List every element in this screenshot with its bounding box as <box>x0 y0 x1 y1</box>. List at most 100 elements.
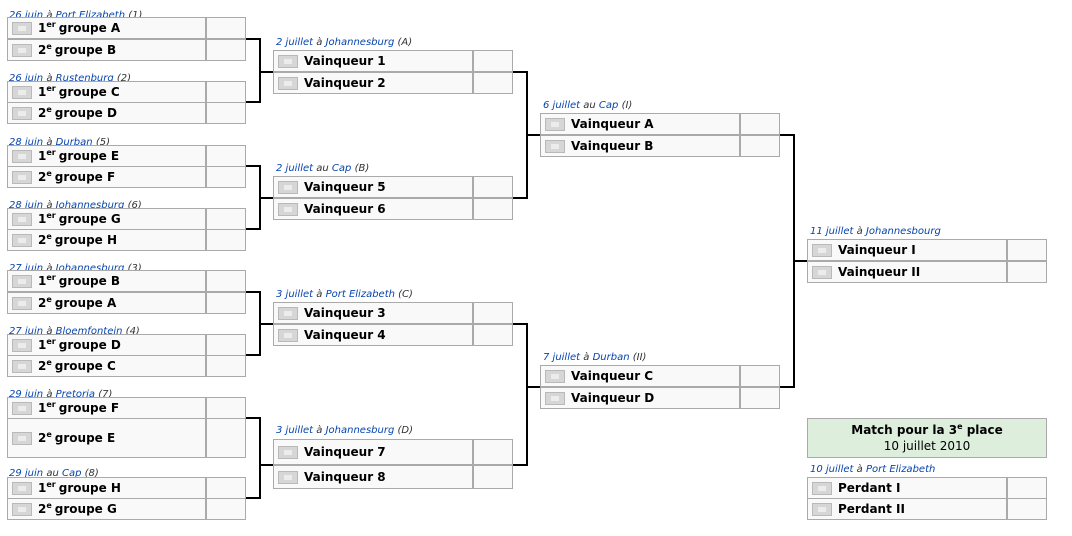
score-cell <box>740 135 780 157</box>
match-date-link[interactable]: 2 juillet <box>276 163 314 174</box>
match-city-link[interactable]: Port Elizabeth <box>55 10 126 21</box>
score-cell <box>206 102 246 124</box>
team-rank: 1er <box>38 20 59 36</box>
score-cell <box>206 292 246 314</box>
flag-placeholder-icon <box>12 212 32 226</box>
score-cell <box>206 334 246 356</box>
match-city-link[interactable]: Port Elizabeth <box>325 289 395 300</box>
match-number: (1) <box>128 10 143 21</box>
team-group: groupe B <box>58 274 121 288</box>
team-rank: 2e <box>38 431 55 446</box>
match-city-link[interactable]: Durban <box>592 352 630 363</box>
match-date-link[interactable]: 27 juin <box>9 326 44 337</box>
team-rank-number: 1 <box>38 149 47 163</box>
score-cell <box>473 176 513 198</box>
flag-placeholder-icon <box>812 243 832 257</box>
match-number: (7) <box>98 389 113 400</box>
match-date-separator: au <box>316 163 329 174</box>
match-date-link[interactable]: 29 juin <box>9 389 44 400</box>
team-label: Perdant I <box>838 481 901 495</box>
match-date-link[interactable]: 27 juin <box>9 263 44 274</box>
match-caption: 29 juin à Pretoria (7) <box>9 389 112 401</box>
match-date-separator: à <box>46 200 53 211</box>
match-date-link[interactable]: 3 juillet <box>276 425 314 436</box>
score-cell <box>1007 239 1047 261</box>
score-cell <box>206 418 246 458</box>
match-date-separator: à <box>46 137 53 148</box>
flag-placeholder-icon <box>12 481 32 495</box>
match-city-link[interactable]: Johannesburg <box>55 200 125 211</box>
flag-placeholder-icon <box>278 180 298 194</box>
match-city-link[interactable]: Johannesburg <box>55 263 125 274</box>
match-date-link[interactable]: 6 juillet <box>543 100 581 111</box>
team-rank: 2e <box>38 359 55 374</box>
team-label: Vainqueur I <box>838 243 916 257</box>
match-city-link[interactable]: Johannesbourg <box>865 226 941 237</box>
match-date-link[interactable]: 28 juin <box>9 200 44 211</box>
match-caption: 10 juillet à Port Elizabeth <box>810 464 935 476</box>
team-rank-suffix: er <box>46 400 56 409</box>
team-rank-suffix: e <box>46 232 52 241</box>
match-date-separator: à <box>46 10 53 21</box>
match-city-link[interactable]: Johannesburg <box>325 425 395 436</box>
match-city-link[interactable]: Port Elizabeth <box>865 464 936 475</box>
match-date-link[interactable]: 3 juillet <box>276 289 314 300</box>
match-city-link[interactable]: Johannesburg <box>325 37 395 48</box>
flag-placeholder-icon <box>12 85 32 99</box>
match-city-link[interactable]: Durban <box>55 137 93 148</box>
team-group: groupe A <box>54 296 117 310</box>
team-group: groupe D <box>54 106 117 120</box>
team-rank-suffix: er <box>46 20 56 29</box>
team-rank-suffix: er <box>46 273 56 282</box>
match-date-link[interactable]: 7 juillet <box>543 352 581 363</box>
match-caption: 27 juin à Johannesburg (3) <box>9 263 142 275</box>
match-city-link[interactable]: Pretoria <box>55 389 96 400</box>
match-date-link[interactable]: 2 juillet <box>276 37 314 48</box>
match-date-link[interactable]: 10 juillet <box>810 464 854 475</box>
match-date-separator: à <box>46 326 53 337</box>
team-rank: 1er <box>38 481 59 496</box>
match-date-link[interactable]: 28 juin <box>9 137 44 148</box>
team-rank: 1er <box>38 85 59 100</box>
score-cell <box>206 229 246 251</box>
team-rank: 2e <box>38 232 55 248</box>
match-city-link[interactable]: Bloemfontein <box>55 326 123 337</box>
score-cell <box>740 113 780 135</box>
flag-placeholder-icon <box>812 265 832 279</box>
team-label: Vainqueur A <box>571 117 654 131</box>
match-city-link[interactable]: Rustenburg <box>55 73 114 84</box>
flag-placeholder-icon <box>545 391 565 405</box>
team-group: groupe E <box>58 149 120 163</box>
flag-placeholder-icon <box>545 139 565 153</box>
flag-placeholder-icon <box>12 359 32 373</box>
team-slot: Vainqueur 7 <box>273 439 473 465</box>
team-label: Vainqueur II <box>838 265 921 279</box>
team-rank-number: 1 <box>38 338 47 352</box>
team-group: groupe B <box>54 43 117 57</box>
match-date-separator: à <box>316 37 323 48</box>
team-group: groupe G <box>54 502 117 516</box>
match-city-link[interactable]: Cap <box>598 100 619 111</box>
match-date-link[interactable]: 26 juin <box>9 10 44 21</box>
match-date-link[interactable]: 29 juin <box>9 468 44 479</box>
match-city-link[interactable]: Cap <box>331 163 352 174</box>
match-date-link[interactable]: 11 juillet <box>810 226 854 237</box>
team-rank-number: 2 <box>38 233 47 247</box>
team-rank: 2e <box>38 170 55 185</box>
match-date-separator: à <box>316 425 323 436</box>
match-number: (A) <box>397 37 413 48</box>
flag-placeholder-icon <box>12 149 32 163</box>
third-place-title-suffix: e <box>957 422 963 431</box>
match-city-link[interactable]: Cap <box>61 468 82 479</box>
team-rank-number: 2 <box>38 170 47 184</box>
score-cell <box>206 166 246 188</box>
match-date-link[interactable]: 26 juin <box>9 73 44 84</box>
match-date-separator: à <box>46 389 53 400</box>
score-cell <box>1007 477 1047 499</box>
